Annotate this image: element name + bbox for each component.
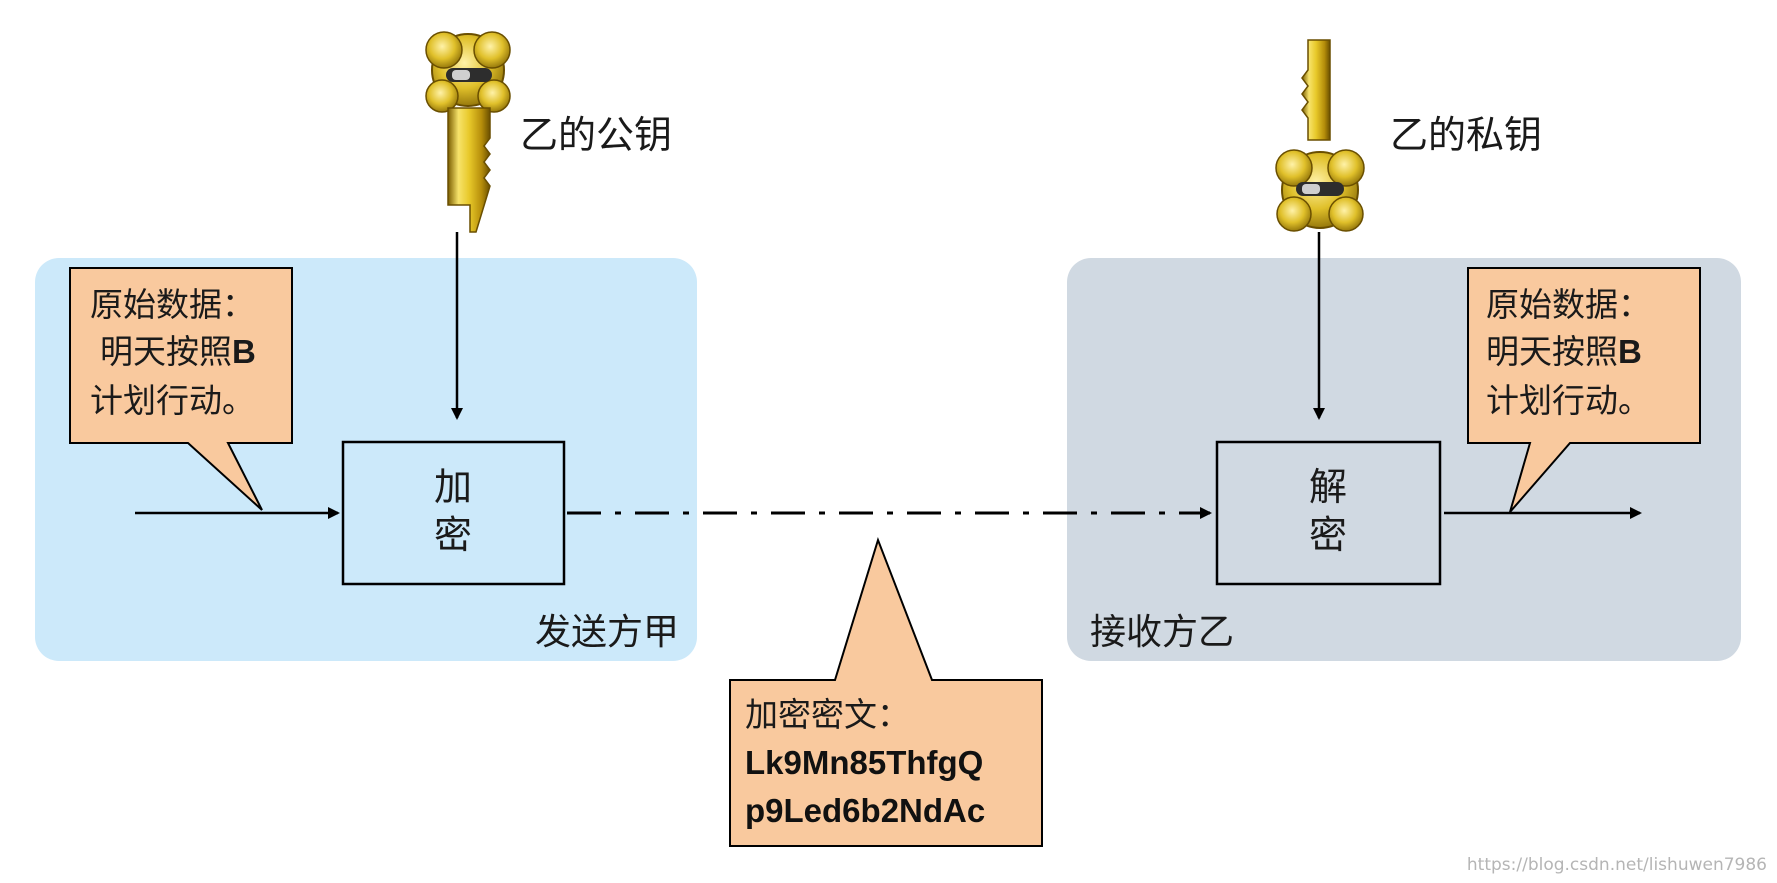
original-data-right-line2: 明天按照B xyxy=(1486,332,1642,371)
original-data-right-line2-text: 明天按照 xyxy=(1486,332,1618,371)
ciphertext-callout: 加密密文： Lk9Mn85ThfgQ p9Led6b2NdAc xyxy=(729,536,1043,847)
original-data-left-line1: 原始数据： xyxy=(90,285,255,324)
original-data-left-line2-bold: B xyxy=(232,333,256,370)
original-data-left-line2: 明天按照B xyxy=(100,332,256,371)
private-key-label: 乙的私钥 xyxy=(1390,113,1542,157)
original-data-left-line3: 计划行动。 xyxy=(90,381,255,420)
decrypt-box-line1: 解 xyxy=(1309,465,1347,509)
original-data-callout-left: 原始数据： 明天按照B 计划行动。 xyxy=(69,267,293,511)
ciphertext-code-line1: Lk9Mn85ThfgQ xyxy=(745,744,983,781)
decrypt-box-line2: 密 xyxy=(1309,513,1347,557)
private-key-icon xyxy=(1275,39,1365,232)
original-data-right-line2-bold: B xyxy=(1618,333,1642,370)
encrypt-box: 加 密 xyxy=(341,440,566,586)
original-data-callout-right: 原始数据： 明天按照B 计划行动。 xyxy=(1467,267,1701,513)
sender-region-label: 发送方甲 xyxy=(535,612,679,653)
public-key-icon xyxy=(425,31,511,233)
original-data-right-line1: 原始数据： xyxy=(1486,285,1651,324)
decrypt-box: 解 密 xyxy=(1215,440,1442,586)
original-data-right-line3: 计划行动。 xyxy=(1486,381,1651,420)
public-key-label: 乙的公钥 xyxy=(520,113,672,157)
encrypt-box-line2: 密 xyxy=(434,513,472,557)
original-data-left-line2-text: 明天按照 xyxy=(100,332,232,371)
watermark: https://blog.csdn.net/lishuwen7986 xyxy=(1466,855,1767,875)
ciphertext-title: 加密密文： xyxy=(745,695,910,734)
encrypt-box-line1: 加 xyxy=(434,465,472,509)
ciphertext-code-line2: p9Led6b2NdAc xyxy=(745,792,985,829)
receiver-region-label: 接收方乙 xyxy=(1090,612,1234,653)
